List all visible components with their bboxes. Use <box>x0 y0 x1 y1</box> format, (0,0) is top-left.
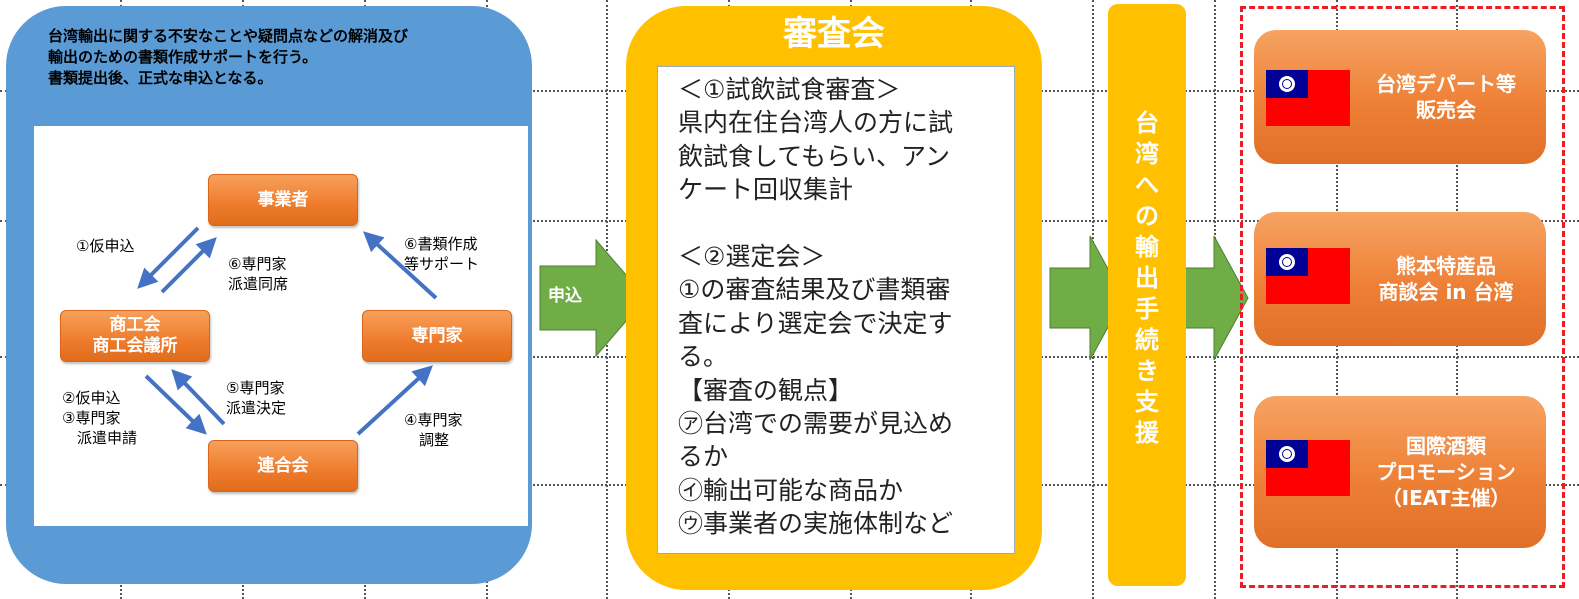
review-committee-details: ＜①試飲試食審査＞ 県内在住台湾人の方に試 飲試食してもらい、アン ケート回収集… <box>657 66 1015 554</box>
process-arrow-2 <box>1177 235 1249 361</box>
review-committee-title: 審査会 <box>783 14 885 54</box>
process-arrow-1 <box>1049 235 1125 361</box>
flow-arrow-1 <box>137 226 200 289</box>
step-label-5: ⑤専門家 派遣決定 <box>226 379 287 417</box>
taiwan-flag-icon <box>1266 440 1350 496</box>
flow-arrow-4 <box>356 365 433 436</box>
step-label-6b: ⑥書類作成 等サポート <box>404 235 480 273</box>
step-label-1: ①仮申込 <box>76 237 135 255</box>
node-senmonka: 専門家 <box>362 310 512 362</box>
node-shokokai: 商工会 商工会議所 <box>60 310 210 362</box>
flow-arrow-2-3 <box>144 374 207 435</box>
node-rengokai: 連合会 <box>208 440 358 492</box>
event-box-business-meeting: 熊本特産品 商談会 in 台湾 <box>1254 212 1546 346</box>
taiwan-flag-icon <box>1266 70 1350 126</box>
event-label-liquor-promotion: 国際酒類 プロモーション （IEAT主催） <box>1376 434 1516 510</box>
node-jigyosha: 事業者 <box>208 174 358 226</box>
export-support-column <box>1108 4 1186 586</box>
step-label-2-3: ②仮申込 ③専門家 派遣申請 <box>62 389 138 447</box>
event-box-department-sale: 台湾デパート等 販売会 <box>1254 30 1546 164</box>
step-label-4: ④専門家 調整 <box>404 411 463 449</box>
consultation-intro-text: 台湾輸出に関する不安なことや疑問点などの解消及び 輸出のための書類作成サポートを… <box>48 27 409 87</box>
flow-arrow-5 <box>171 369 226 426</box>
events-frame <box>1240 6 1565 588</box>
taiwan-flag-icon <box>1266 248 1350 304</box>
flow-arrow-6b <box>363 231 438 300</box>
event-label-department-sale: 台湾デパート等 販売会 <box>1376 72 1516 122</box>
apply-arrow-label: 申込 <box>548 286 582 306</box>
apply-arrow <box>539 238 647 358</box>
flow-arrow-6a <box>160 237 217 294</box>
event-label-business-meeting: 熊本特産品 商談会 in 台湾 <box>1378 254 1514 304</box>
step-label-6a: ⑥専門家 派遣同席 <box>228 255 289 293</box>
export-support-label: 台 湾 へ の 輸 出 手 続 き 支 援 <box>1135 109 1159 447</box>
event-box-liquor-promotion: 国際酒類 プロモーション （IEAT主催） <box>1254 396 1546 548</box>
